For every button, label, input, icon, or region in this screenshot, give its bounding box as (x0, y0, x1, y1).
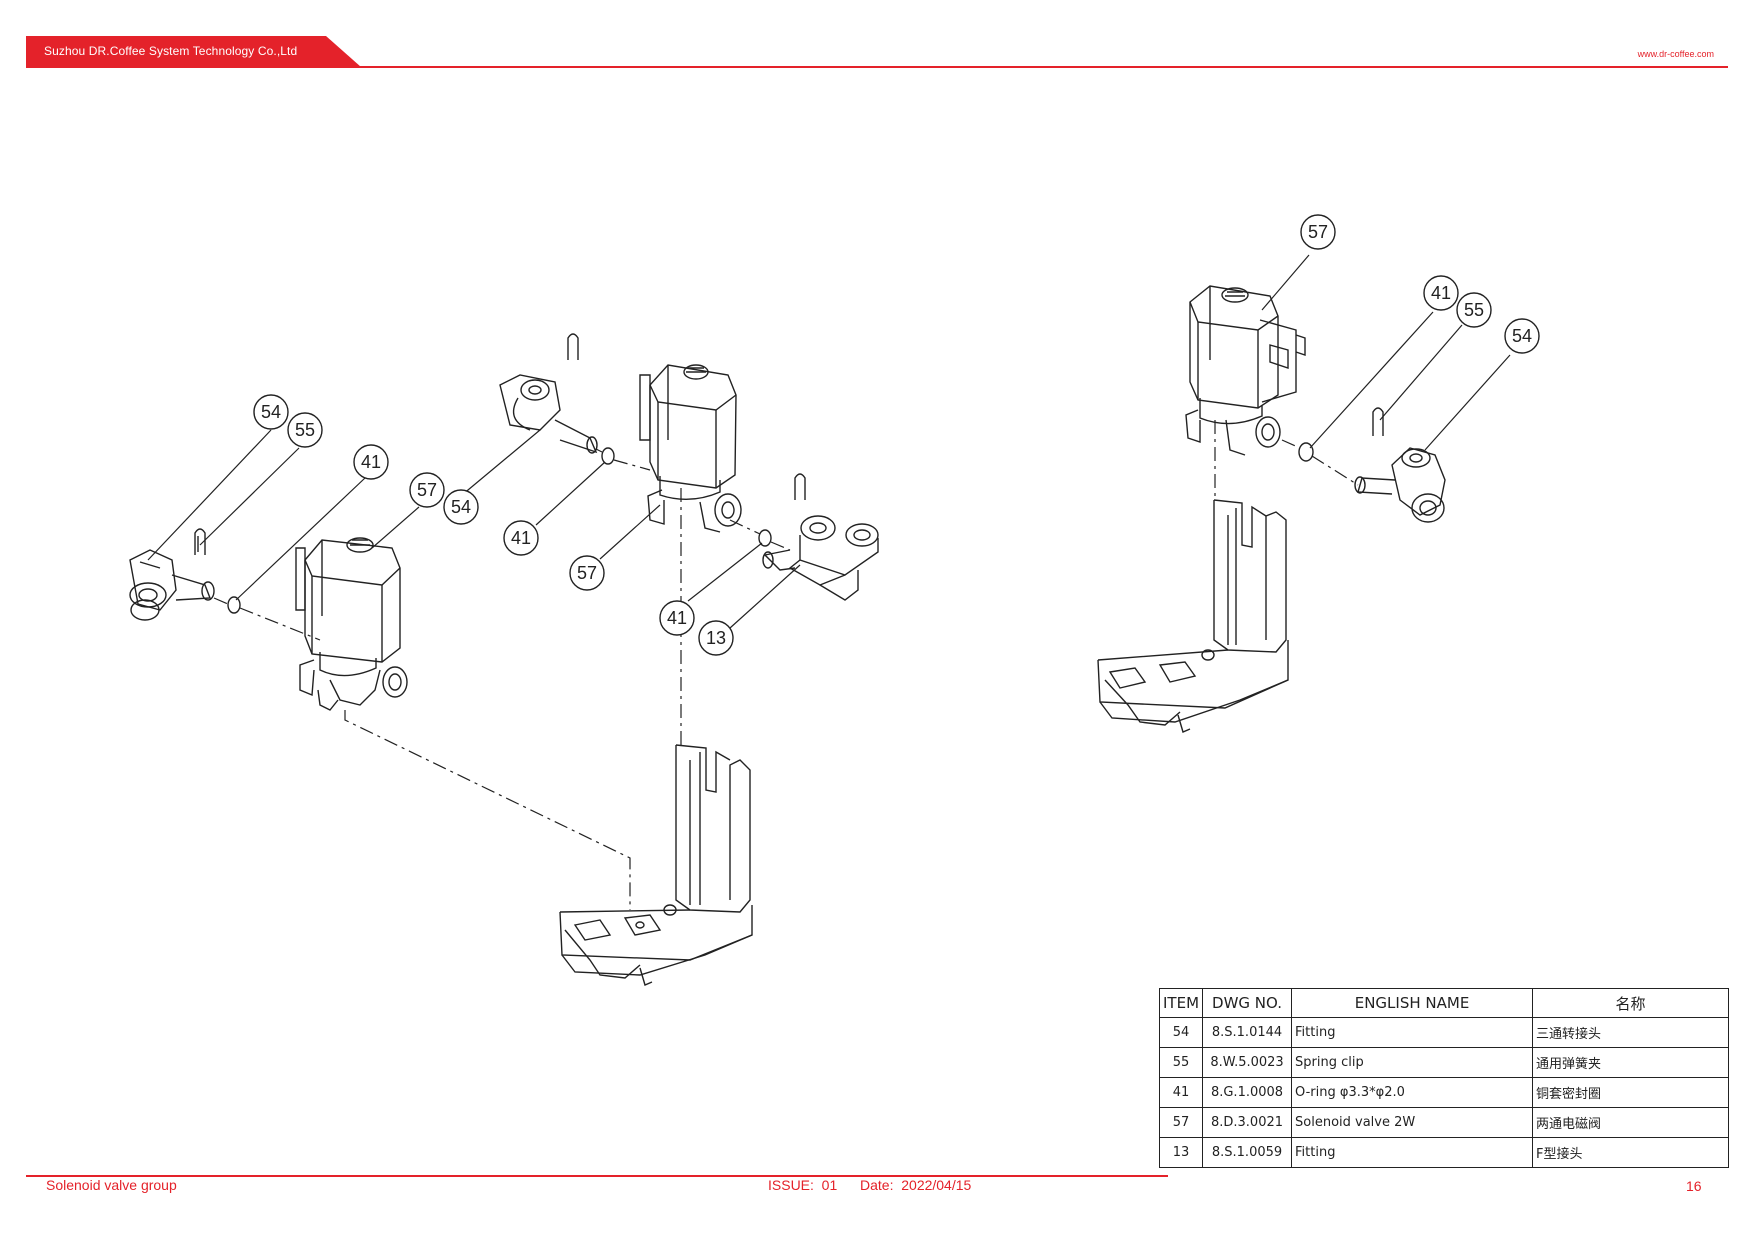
solenoid-valve-right (1185, 285, 1306, 456)
issue-date: Date: 2022/04/15 (860, 1177, 972, 1193)
callout-label: 57 (417, 480, 437, 500)
callout-circle (443, 489, 479, 525)
col-dwg: DWG NO. (1202, 988, 1293, 1018)
table-row: 13 8.S.1.0059 Fitting F型接头 (1158, 1137, 1729, 1168)
fitting-54-middle (499, 374, 598, 454)
fitting-54-right (1354, 447, 1446, 523)
solenoid-valve-middle (639, 364, 742, 533)
bracket-right (1097, 499, 1289, 733)
spring-clip-55-right (794, 473, 806, 500)
bom-header-row: ITEM DWG NO. ENGLISH NAME 名称 (1158, 988, 1729, 1018)
website-link[interactable]: www.dr-coffee.com (1637, 49, 1714, 59)
callout-label: 54 (451, 497, 471, 517)
cell-item: 54 (1158, 1017, 1204, 1048)
cell-dwg: 8.D.3.0021 (1202, 1107, 1293, 1138)
callout-circle (1456, 292, 1492, 328)
callout-circle (409, 472, 445, 508)
cell-chinese: 铜套密封圈 (1532, 1077, 1729, 1108)
callout-circle (1504, 318, 1540, 354)
table-row: 55 8.W.5.0023 Spring clip 通用弹簧夹 (1158, 1047, 1729, 1078)
callout-circle (353, 444, 389, 480)
spring-clip-55-rightgroup (1372, 407, 1384, 436)
fitting-13 (762, 515, 879, 601)
cell-item: 55 (1158, 1047, 1204, 1078)
cell-english: Solenoid valve 2W (1291, 1107, 1534, 1138)
callout-label: 57 (1308, 222, 1328, 242)
document-title: Solenoid valve group (46, 1177, 177, 1193)
cell-chinese: 通用弹簧夹 (1532, 1047, 1729, 1078)
table-row: 54 8.S.1.0144 Fitting 三通转接头 (1158, 1017, 1729, 1048)
cell-chinese: 三通转接头 (1532, 1017, 1729, 1048)
cell-chinese: F型接头 (1532, 1137, 1729, 1168)
callout-label: 41 (361, 452, 381, 472)
cell-chinese: 两通电磁阀 (1532, 1107, 1729, 1138)
company-name: Suzhou DR.Coffee System Technology Co.,L… (44, 44, 298, 58)
table-row: 57 8.D.3.0021 Solenoid valve 2W 两通电磁阀 (1158, 1107, 1729, 1138)
bracket-middle (559, 744, 753, 986)
issue-number: ISSUE: 01 (768, 1177, 838, 1193)
header-tab (26, 36, 361, 67)
callout-label: 41 (1431, 283, 1451, 303)
callout-circle (253, 394, 289, 430)
cell-dwg: 8.S.1.0144 (1202, 1017, 1293, 1048)
cell-dwg: 8.S.1.0059 (1202, 1137, 1293, 1168)
callout-circle (1423, 275, 1459, 311)
callout-label: 57 (577, 563, 597, 583)
header-rule (26, 66, 1728, 68)
callout-label: 41 (511, 528, 531, 548)
callout-circle (659, 600, 695, 636)
table-row: 41 8.G.1.0008 O-ring φ3.3*φ2.0 铜套密封圈 (1158, 1077, 1729, 1108)
callout-circle (287, 412, 323, 448)
callout-circle (698, 620, 734, 656)
col-item: ITEM (1158, 988, 1204, 1018)
cell-english: O-ring φ3.3*φ2.0 (1291, 1077, 1534, 1108)
cell-dwg: 8.W.5.0023 (1202, 1047, 1293, 1078)
footer-rule (26, 1175, 1168, 1177)
cell-item: 57 (1158, 1107, 1204, 1138)
callout-label: 55 (1464, 300, 1484, 320)
cell-english: Spring clip (1291, 1047, 1534, 1078)
cell-item: 13 (1158, 1137, 1204, 1168)
solenoid-valve-left (295, 537, 408, 711)
page-number: 16 (1686, 1178, 1702, 1194)
bom-table: ITEM DWG NO. ENGLISH NAME 名称 54 8.S.1.01… (1158, 988, 1729, 1168)
callout-circle (503, 520, 539, 556)
cell-item: 41 (1158, 1077, 1204, 1108)
callout-label: 41 (667, 608, 687, 628)
spring-clip-55-left (194, 528, 206, 555)
callout-circle (569, 555, 605, 591)
callout-label: 54 (261, 402, 281, 422)
callout-label: 54 (1512, 326, 1532, 346)
spring-clip-55-middle (567, 333, 579, 360)
callout-label: 55 (295, 420, 315, 440)
callout-circle (1300, 214, 1336, 250)
cell-dwg: 8.G.1.0008 (1202, 1077, 1293, 1108)
col-english: ENGLISH NAME (1291, 988, 1534, 1018)
cell-english: Fitting (1291, 1137, 1534, 1168)
callout-label: 13 (706, 628, 726, 648)
fitting-54-left (129, 549, 215, 621)
cell-english: Fitting (1291, 1017, 1534, 1048)
col-chinese: 名称 (1532, 988, 1729, 1018)
